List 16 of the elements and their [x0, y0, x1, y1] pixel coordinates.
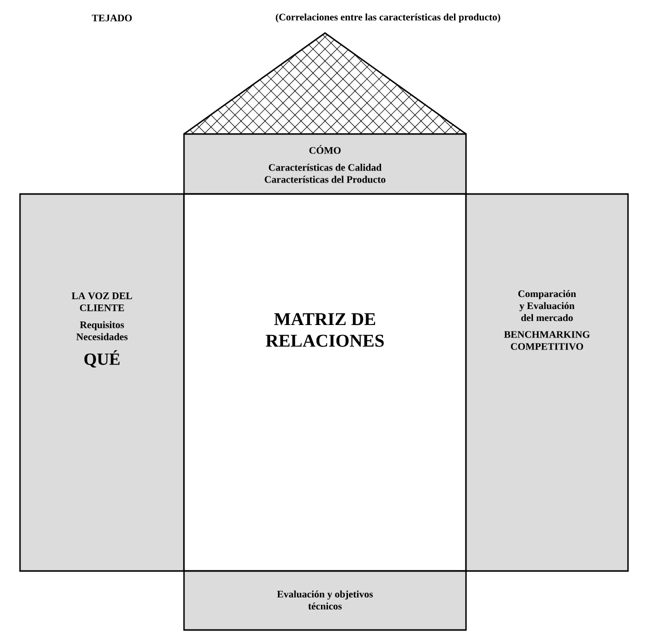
heading: BENCHMARKING COMPETITIVO — [504, 331, 590, 350]
evaluation-box — [183, 570, 467, 631]
heading: LA VOZ DEL CLIENTE — [72, 292, 132, 312]
title: TEJADO — [92, 14, 132, 22]
heading: CÓMO — [309, 145, 341, 154]
box-text: Características de Calidad Características del Producto — [264, 164, 386, 183]
heading: MATRIZ DE RELACIONES — [266, 313, 384, 347]
market-box — [465, 193, 629, 572]
heading: QUÉ — [84, 350, 120, 368]
box-text: Requisitos Necesidades — [76, 321, 128, 340]
box-text: Evaluación y objetivos técnicos — [277, 590, 373, 610]
box-text: Comparación y Evaluación del mercado — [518, 290, 576, 322]
subtitle: (Correlaciones entre las características del producto) — [276, 13, 500, 23]
how-box — [183, 133, 467, 195]
matrix-box — [183, 193, 467, 572]
customer-box — [19, 193, 185, 572]
